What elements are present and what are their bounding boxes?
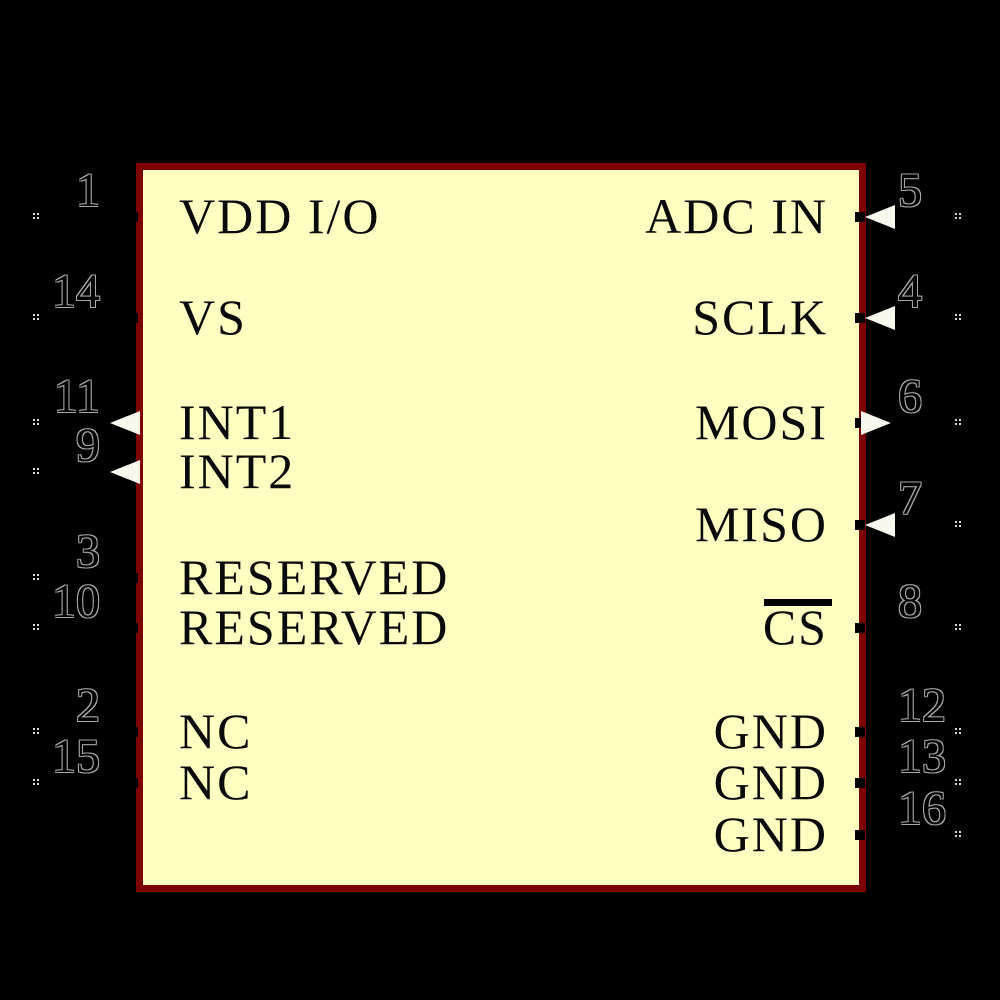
arrow-left-icon — [865, 205, 895, 229]
pin-stub — [855, 418, 865, 428]
arrow-left-icon — [865, 513, 895, 537]
pin-number: 6 — [898, 370, 922, 423]
pin-name-label: SCLK — [692, 289, 828, 345]
pin-tick-icon — [955, 521, 957, 523]
pin-name-label: NC — [179, 703, 253, 759]
pin-number: 3 — [76, 525, 100, 578]
arrow-right-icon — [861, 411, 891, 435]
pin-number: 2 — [76, 679, 100, 732]
pin-stub — [128, 212, 138, 222]
active-low-overline — [764, 599, 832, 606]
pin-tick-icon — [955, 779, 957, 781]
pin-name-label: CS — [762, 599, 828, 655]
pin-stub — [128, 313, 138, 323]
pin-tick-icon — [955, 624, 957, 626]
pin-tick-icon — [33, 213, 35, 215]
pin-number: 16 — [898, 782, 946, 835]
pin-number: 8 — [898, 575, 922, 628]
pin-name-label: RESERVED — [179, 599, 450, 655]
pin-number: 15 — [52, 730, 100, 783]
pin-name-label: MISO — [694, 496, 828, 552]
pin-tick-icon — [33, 314, 35, 316]
arrow-left-icon — [865, 306, 895, 330]
arrow-left-icon — [110, 460, 140, 484]
pin-number: 13 — [898, 730, 946, 783]
pin-tick-icon — [33, 624, 35, 626]
pin-stub — [128, 623, 138, 633]
arrow-left-icon — [110, 411, 140, 435]
pin-stub — [855, 778, 865, 788]
pin-number: 12 — [898, 679, 946, 732]
pin-number: 11 — [53, 370, 100, 423]
pin-name-label: RESERVED — [179, 549, 450, 605]
pin-tick-icon — [33, 728, 35, 730]
pin-tick-icon — [955, 419, 957, 421]
pin-stub — [128, 573, 138, 583]
pin-number: 4 — [898, 265, 922, 318]
pin-tick-icon — [955, 831, 957, 833]
pin-stub — [855, 212, 865, 222]
pin-name-label: ADC IN — [645, 188, 828, 244]
pin-stub — [855, 520, 865, 530]
pin-tick-icon — [33, 468, 35, 470]
pin-number: 1 — [76, 164, 100, 217]
pin-name-label: GND — [713, 806, 828, 862]
pin-tick-icon — [33, 779, 35, 781]
pin-tick-icon — [955, 314, 957, 316]
pin-tick-icon — [955, 213, 957, 215]
pin-name-label: GND — [713, 703, 828, 759]
pin-name-label: GND — [713, 754, 828, 810]
pin-tick-icon — [955, 728, 957, 730]
pin-stub — [128, 778, 138, 788]
pin-name-label: INT1 — [179, 394, 296, 450]
pin-number: 7 — [898, 472, 922, 525]
pin-stub — [855, 623, 865, 633]
pin-name-label: VDD I/O — [179, 188, 381, 244]
pin-number: 5 — [898, 164, 922, 217]
pin-stub — [855, 313, 865, 323]
pin-name-label: INT2 — [179, 443, 296, 499]
pin-number: 14 — [52, 265, 100, 318]
component-body — [136, 163, 866, 892]
pin-name-label: MOSI — [694, 394, 828, 450]
pin-stub — [855, 830, 865, 840]
pin-tick-icon — [33, 574, 35, 576]
pin-name-label: NC — [179, 754, 253, 810]
pin-tick-icon — [33, 419, 35, 421]
pin-name-label: VS — [179, 289, 247, 345]
pin-stub — [128, 727, 138, 737]
pin-number: 9 — [76, 419, 100, 472]
pin-number: 10 — [52, 575, 100, 628]
pin-stub — [855, 727, 865, 737]
